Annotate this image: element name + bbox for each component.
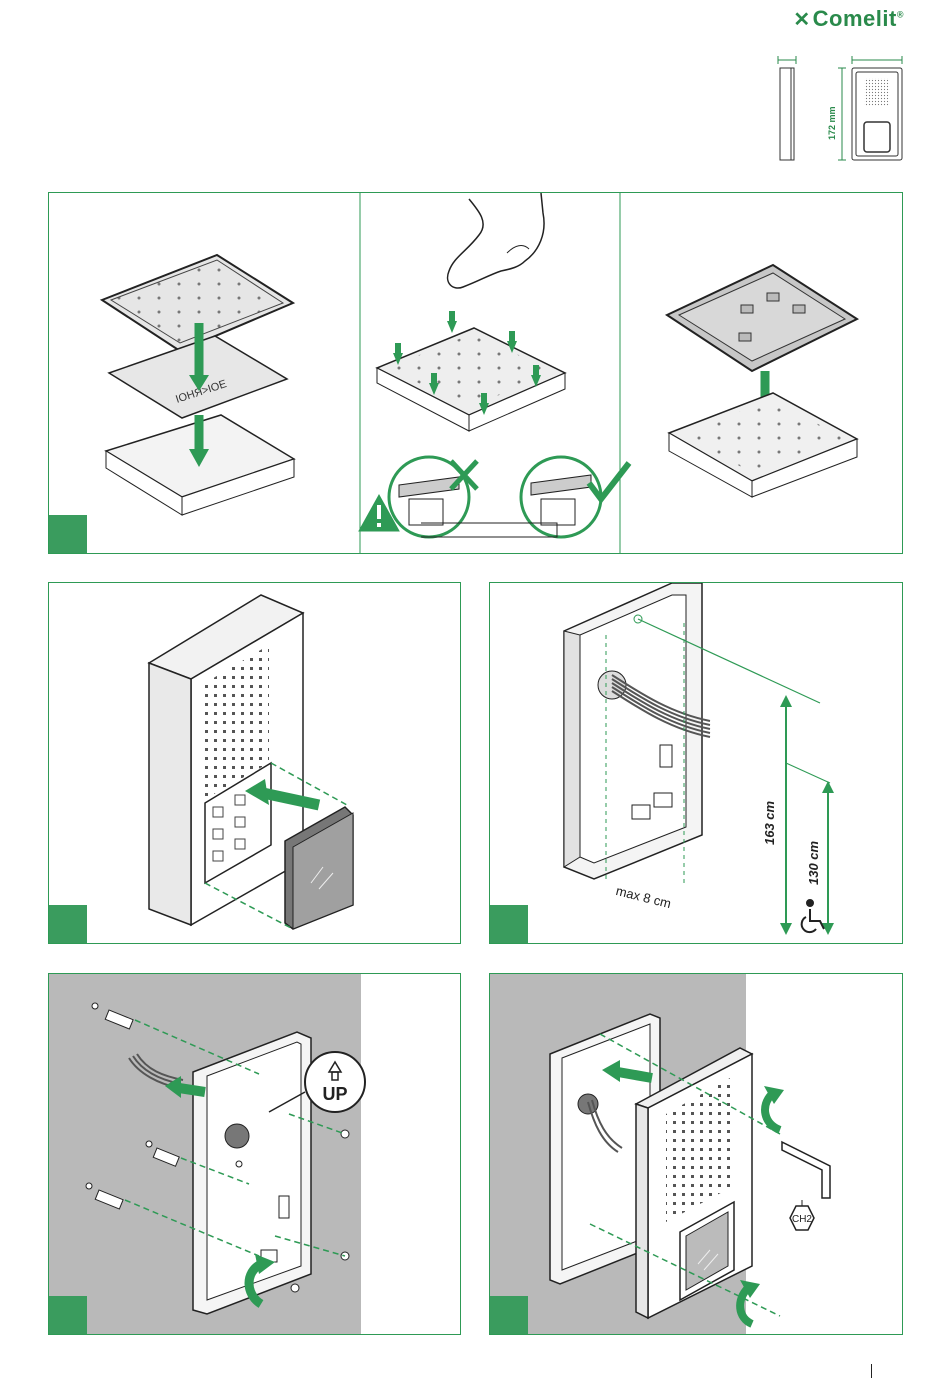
step-4-panel: UP xyxy=(48,973,461,1335)
tool-size-label: CH2 xyxy=(792,1214,812,1225)
wheelchair-icon xyxy=(802,900,824,932)
brand-logo: ✕Comelit® xyxy=(793,6,904,32)
step-4-illustration: UP xyxy=(49,974,461,1335)
step-1-illustration: IOHЯ>IOE xyxy=(49,193,903,554)
step-2-panel xyxy=(48,582,461,944)
height-130-label: 130 cm xyxy=(806,841,821,885)
up-label: UP xyxy=(322,1084,347,1104)
step-5-panel: CH2 xyxy=(489,973,903,1335)
height-163-label: 163 cm xyxy=(762,801,777,845)
brand-registered: ® xyxy=(897,10,904,20)
step-1-panel: IOHЯ>IOE xyxy=(48,192,903,554)
step-5-illustration: CH2 xyxy=(490,974,903,1335)
step-3-illustration xyxy=(490,583,903,944)
logo-mark-icon: ✕ xyxy=(793,7,810,32)
step-2-illustration xyxy=(49,583,461,944)
step-3-panel: 163 cm 130 cm max 8 cm xyxy=(489,582,903,944)
page-marker xyxy=(871,1364,872,1378)
brand-name: Comelit xyxy=(813,6,897,31)
height-dimension-label: 172 mm xyxy=(827,106,837,140)
